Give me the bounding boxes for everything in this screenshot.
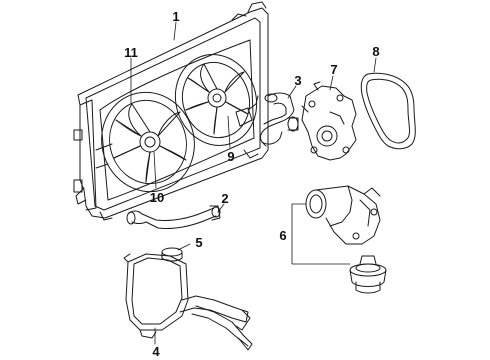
callout-2: 2 xyxy=(221,191,229,206)
water-pump xyxy=(301,81,357,161)
coolant-reservoir xyxy=(123,247,253,351)
water-pump-gasket xyxy=(360,72,416,150)
callout-11: 11 xyxy=(124,45,138,60)
thermostat xyxy=(349,255,387,294)
callout-3: 3 xyxy=(294,73,302,88)
radiator-assembly xyxy=(73,1,269,221)
lower-hose xyxy=(126,205,221,229)
callout-6: 6 xyxy=(279,228,287,243)
thermostat-housing xyxy=(305,185,381,245)
upper-hose xyxy=(259,92,299,147)
callout-4: 4 xyxy=(152,344,160,359)
callout-1: 1 xyxy=(172,9,180,24)
callout-7: 7 xyxy=(330,62,338,77)
callout-5: 5 xyxy=(195,235,203,250)
leader-lines xyxy=(130,21,377,345)
callout-9: 9 xyxy=(227,149,235,164)
callout-8: 8 xyxy=(372,44,380,59)
callout-10: 10 xyxy=(149,190,165,205)
